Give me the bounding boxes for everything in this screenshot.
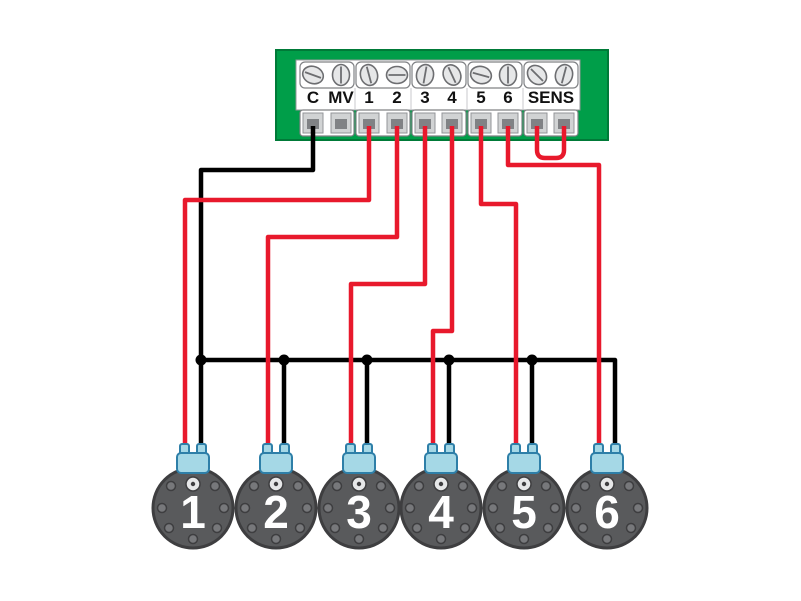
- valve-number: 4: [428, 486, 454, 538]
- hot-wire-valve3: [348, 126, 428, 452]
- hot-wire-valve4: [430, 126, 455, 452]
- hot-wire-valve5: [478, 126, 519, 452]
- screw-icon-2: [385, 65, 409, 85]
- valve-2: 2: [234, 442, 318, 550]
- terminal-label-4: 4: [447, 88, 457, 107]
- common-bus-wire: [201, 357, 618, 452]
- valve-number: 3: [346, 486, 372, 538]
- terminal-label-1: 1: [364, 88, 373, 107]
- valve-1: 1: [151, 442, 235, 550]
- junction-dot-1: [195, 354, 207, 366]
- valve-number: 5: [511, 486, 537, 538]
- screw-icon-6: [498, 63, 518, 87]
- junction-dot-2: [278, 354, 290, 366]
- valve-6: 6: [565, 442, 649, 550]
- sensor-jumper-wire: [534, 126, 567, 161]
- terminal-label-c: C: [307, 88, 319, 107]
- terminal-label-sens: SENS: [528, 88, 574, 107]
- valve-4: 4: [399, 442, 483, 550]
- common-wires: [198, 126, 618, 452]
- junction-dot-5: [526, 354, 538, 366]
- common-wire-from-c: [198, 126, 316, 452]
- wire-port-mv: [330, 112, 352, 134]
- valve-number: 2: [263, 486, 289, 538]
- terminal-label-6: 6: [503, 88, 512, 107]
- controller-terminal-block: C MV 1 2 3 4 5 6 SENS: [275, 49, 609, 141]
- station-wires: [182, 126, 602, 452]
- valve-5: 5: [482, 442, 566, 550]
- valve-number: 6: [594, 486, 620, 538]
- junction-dot-3: [361, 354, 373, 366]
- screw-icon-mv: [331, 63, 351, 87]
- valve-3: 3: [317, 442, 401, 550]
- terminal-label-2: 2: [392, 88, 401, 107]
- junction-dot-4: [443, 354, 455, 366]
- terminal-label-mv: MV: [328, 88, 354, 107]
- terminal-label-3: 3: [420, 88, 429, 107]
- terminal-labels: C MV 1 2 3 4 5 6 SENS: [307, 88, 574, 107]
- valve-number: 1: [180, 486, 206, 538]
- hot-wire-valve6: [505, 126, 602, 452]
- terminal-label-5: 5: [476, 88, 485, 107]
- junction-dots: [195, 354, 538, 366]
- hot-wire-valve1: [182, 126, 372, 452]
- label-dividers: [354, 88, 524, 110]
- valves: 1 2 3 4 5 6: [151, 442, 649, 550]
- hot-wire-valve2: [265, 126, 400, 452]
